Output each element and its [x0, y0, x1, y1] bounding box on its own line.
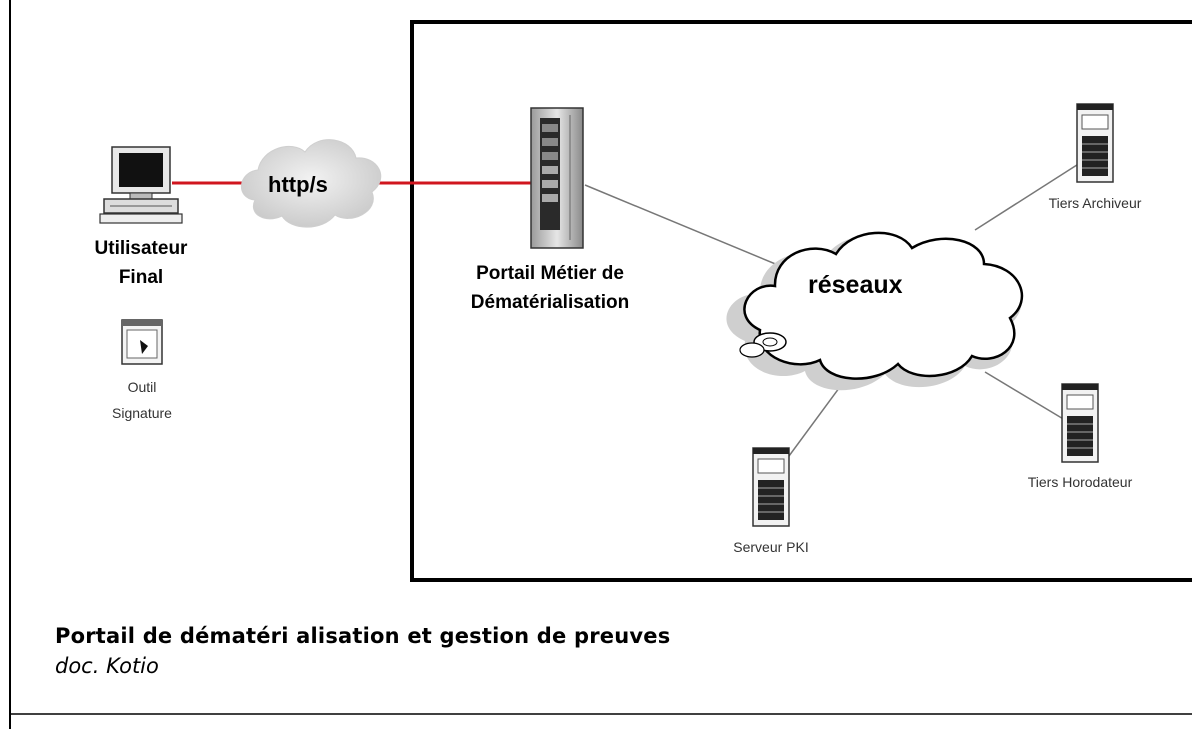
- user-label-line2: Final: [119, 267, 163, 288]
- archiver-label: Tiers Archiveur: [1049, 195, 1142, 211]
- server-tower-icon: [530, 107, 584, 249]
- pki-label: Serveur PKI: [733, 539, 808, 555]
- portal-label-line1: Portail Métier de: [476, 263, 624, 284]
- link-network-timestamp: [984, 371, 1066, 421]
- tool-label-line1: Outil: [128, 379, 157, 395]
- system-boundary-box: [410, 20, 1192, 582]
- network-cloud-label: réseaux: [808, 271, 903, 299]
- tool-label-line2: Signature: [112, 405, 172, 421]
- network-cloud-icon: [726, 231, 1024, 391]
- link-portal-network: [584, 184, 791, 271]
- portal-label-line2: Dématérialisation: [471, 292, 629, 313]
- user-label-line1: Utilisateur: [95, 238, 189, 259]
- http-cloud-label: http/s: [268, 172, 328, 197]
- archiver-server-icon: [1076, 103, 1114, 183]
- pki-server-icon: [752, 447, 790, 527]
- signature-tool-icon: [121, 319, 163, 365]
- caption-source: doc. Kotio: [55, 654, 159, 678]
- computer-icon: [99, 146, 183, 224]
- http-cloud-icon: [240, 139, 382, 228]
- timestamp-server-icon: [1061, 383, 1099, 463]
- caption-title: Portail de dématéri alisation et gestion…: [55, 624, 671, 648]
- link-network-archiver: [974, 162, 1081, 231]
- timestamp-label: Tiers Horodateur: [1028, 474, 1133, 490]
